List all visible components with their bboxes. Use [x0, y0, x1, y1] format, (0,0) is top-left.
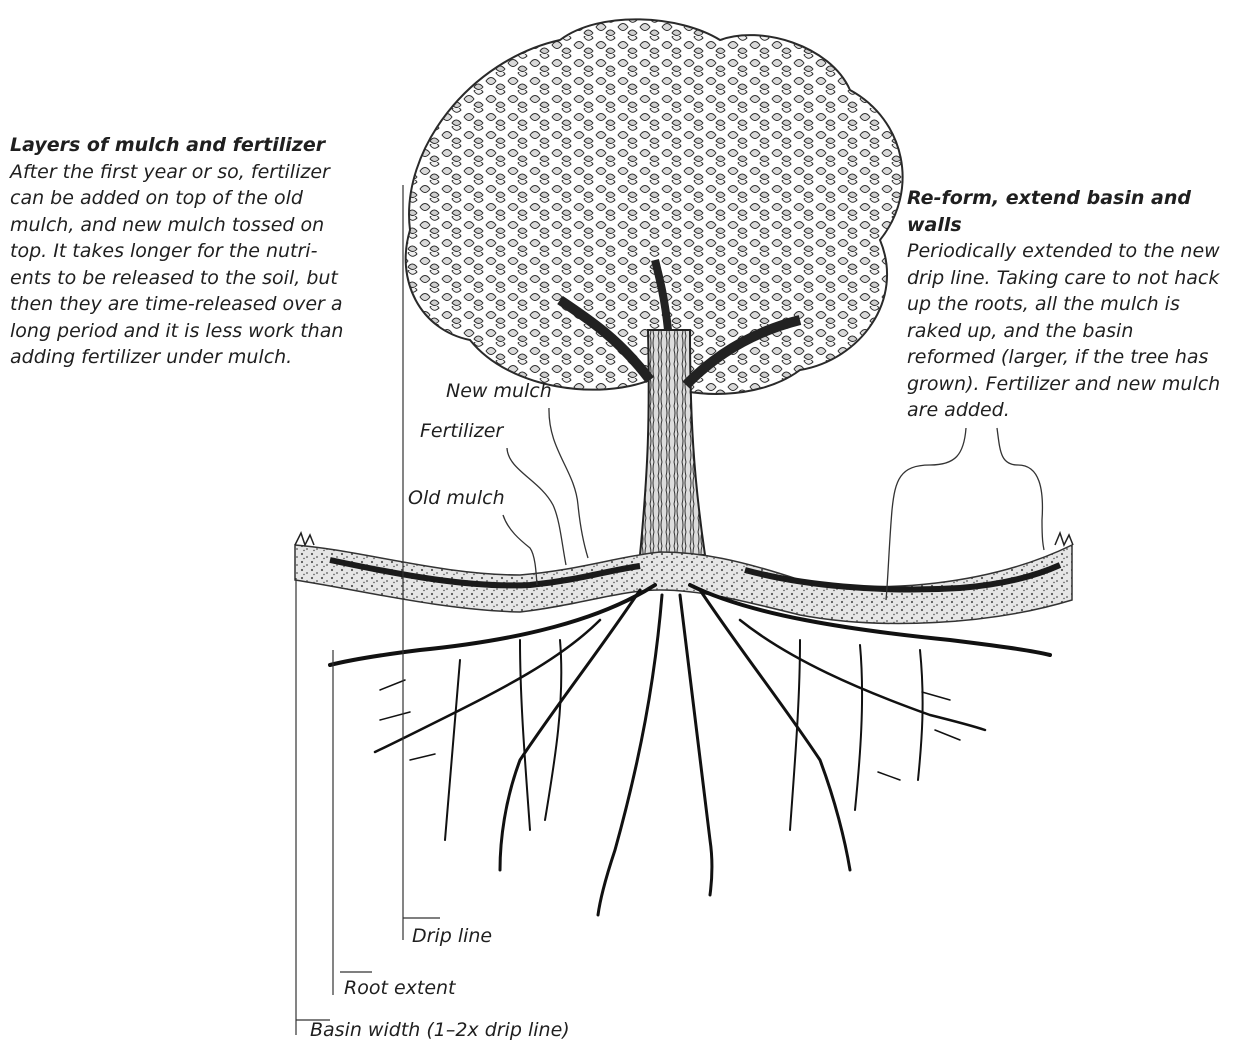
left-annotation-line: then they are time-released over a: [10, 291, 390, 318]
fertilizer-label: Fertilizer: [420, 420, 503, 442]
right-annotation-line: are added.: [907, 397, 1252, 424]
right-annotation: Re-form, extend basin and walls Periodic…: [907, 185, 1252, 424]
new-mulch-label: New mulch: [446, 380, 552, 402]
right-annotation-line: grown). Fertilizer and new mulch: [907, 371, 1252, 398]
left-annotation-line: long period and it is less work than: [10, 318, 390, 345]
basin-width-label: Basin width (1–2x drip line): [310, 1019, 570, 1041]
tree-roots: [330, 585, 1050, 915]
right-annotation-line: reformed (larger, if the tree has: [907, 344, 1252, 371]
left-annotation: Layers of mulch and fertilizer After the…: [10, 132, 390, 371]
root-extent-label: Root extent: [344, 977, 456, 999]
right-annotation-line: up the roots, all the mulch is: [907, 291, 1252, 318]
left-annotation-line: mulch, and new mulch tossed on: [10, 212, 390, 239]
old-mulch-label: Old mulch: [408, 487, 505, 509]
right-annotation-line: raked up, and the basin: [907, 318, 1252, 345]
left-annotation-line: adding fertilizer under mulch.: [10, 344, 390, 371]
right-annotation-line: drip line. Taking care to not hack: [907, 265, 1252, 292]
right-annotation-line: Periodically extended to the new: [907, 238, 1252, 265]
left-annotation-line: can be added on top of the old: [10, 185, 390, 212]
left-annotation-heading: Layers of mulch and fertilizer: [10, 132, 390, 159]
drip-line-label: Drip line: [412, 925, 492, 947]
left-annotation-line: ents to be released to the soil, but: [10, 265, 390, 292]
right-annotation-heading: Re-form, extend basin and walls: [907, 185, 1252, 238]
left-annotation-line: After the first year or so, fertilizer: [10, 159, 390, 186]
left-annotation-line: top. It takes longer for the nutri-: [10, 238, 390, 265]
